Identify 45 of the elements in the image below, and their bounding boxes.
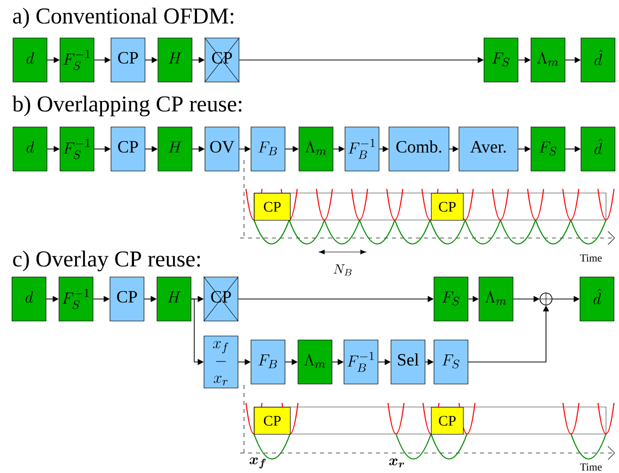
block-box: $F_B$ <box>250 126 286 172</box>
signal-label: $\boldsymbol{x_r}$ <box>389 458 404 468</box>
section-title: c) Overlay CP reuse: <box>13 250 200 272</box>
block-box: $\Lambda_m$ <box>530 38 566 82</box>
block-box: CP <box>110 38 146 82</box>
block-box: $d$ <box>12 126 48 172</box>
block-box: Sel <box>390 340 426 384</box>
cp-block: CP <box>431 407 464 435</box>
block-box: $\Lambda_m$ <box>298 340 332 384</box>
block-box: $F_S$ <box>484 38 518 82</box>
dimension-label: $N_B$ <box>334 264 352 276</box>
block-box: OV <box>204 126 240 172</box>
axis-label: Time <box>580 463 602 471</box>
block-box: $F_S$ <box>530 126 566 172</box>
section-title: a) Conventional OFDM: <box>13 8 234 28</box>
block-box: CP <box>110 126 146 172</box>
block-box: $H$ <box>158 38 192 82</box>
block-box: Comb. <box>388 126 450 172</box>
block-box: CP <box>110 276 144 322</box>
block-box: $\hat{d}$ <box>580 38 616 82</box>
block-box: $H$ <box>158 126 192 172</box>
block-box: $F_S$ <box>434 340 468 384</box>
axis-label: Time <box>580 254 602 262</box>
block-box: $F_S^{-1}$ <box>60 126 94 172</box>
block-box: $\Lambda_m$ <box>298 126 334 172</box>
block-box: $F_S^{-1}$ <box>60 38 94 82</box>
block-box: $F_S$ <box>434 276 468 322</box>
block-box: $d$ <box>12 276 46 322</box>
block-box: $F_B^{-1}$ <box>344 126 380 172</box>
block-box: $\hat{d}$ <box>580 276 614 322</box>
block-box: $H$ <box>156 276 192 322</box>
block-box: $\begin{matrix}x_f\\-\\x_r\end{matrix}$ <box>204 336 238 388</box>
block-box: $\Lambda_m$ <box>478 276 514 322</box>
section-title: b) Overlapping CP reuse: <box>12 96 242 116</box>
cp-block: CP <box>254 193 291 221</box>
block-box: $F_B$ <box>250 340 286 384</box>
block-box: $\hat{d}$ <box>580 126 616 172</box>
signal-label: $\boldsymbol{x_f}$ <box>250 458 266 468</box>
block-box: $d$ <box>12 38 48 82</box>
block-box: $F_S^{-1}$ <box>58 276 94 322</box>
block-box: $F_B^{-1}$ <box>344 340 378 384</box>
block-box: Aver. <box>458 126 518 172</box>
cp-block: CP <box>254 407 291 435</box>
cp-block: CP <box>431 193 464 221</box>
sum-circle <box>539 292 553 306</box>
